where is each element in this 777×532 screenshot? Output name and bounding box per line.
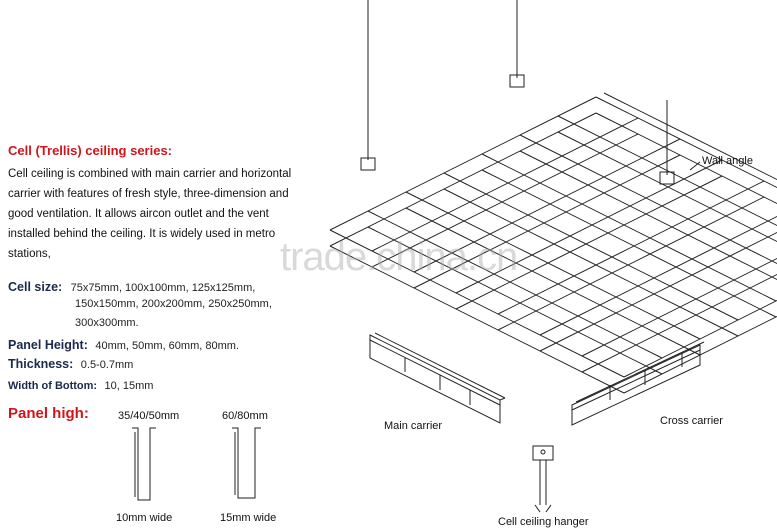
trellis-grid (329, 92, 777, 394)
grid-fin (443, 172, 739, 321)
panel-height-value: 40mm, 50mm, 60mm, 80mm. (95, 340, 239, 352)
panel-high-label: Panel high: (8, 405, 89, 422)
grid-fin (367, 226, 663, 375)
hanger-clip (659, 171, 675, 185)
cell-size-label: Cell size: (8, 280, 63, 294)
watermark: trade.china.cn (280, 235, 518, 279)
hanger-clip (509, 74, 525, 88)
thickness-row: Thickness: 0.5-0.7mm (8, 355, 133, 373)
grid-fin (413, 138, 681, 273)
wall-angle-leader (689, 161, 701, 171)
grid-fin (623, 315, 777, 394)
grid-fin (413, 154, 681, 289)
grid-fin (519, 134, 777, 265)
grid-fin (581, 257, 777, 357)
grid-fin (329, 245, 625, 394)
grid-fin (481, 153, 777, 302)
grid-fin (443, 188, 739, 337)
hanger-label: Cell ceiling hanger (498, 516, 589, 528)
main-carrier-label: Main carrier (384, 420, 443, 432)
width-bottom-row: Width of Bottom: 10, 15mm (8, 376, 153, 394)
profile2-heights: 60/80mm (222, 410, 268, 422)
cell-size-line2: 150x150mm, 200x200mm, 250x250mm, (75, 298, 272, 310)
width-bottom-label: Width of Bottom: (8, 380, 98, 392)
grid-fin (519, 150, 777, 281)
grid-fin (581, 273, 777, 373)
cell-size-line1: 75x75mm, 100x100mm, 125x125mm, (70, 282, 256, 294)
grid-fin (371, 133, 639, 268)
grid-fin (595, 96, 777, 189)
series-title: Cell (Trellis) ceiling series: (8, 143, 173, 158)
grid-fin (329, 96, 597, 231)
grid-fin (329, 229, 625, 378)
ceiling-hanger-drawing (532, 445, 554, 513)
grid-fin (539, 215, 777, 336)
profile-10mm-drawing (132, 427, 156, 501)
thickness-value: 0.5-0.7mm (80, 359, 134, 371)
main-carrier-drawing (369, 332, 506, 424)
grid-fin (371, 117, 639, 252)
profile1-heights: 35/40/50mm (118, 410, 180, 422)
cell-size-line3: 300x300mm. (75, 317, 139, 329)
cross-carrier-label: Cross carrier (660, 415, 723, 427)
cell-size-row: Cell size: 75x75mm, 100x100mm, 125x125mm… (8, 278, 255, 296)
cross-carrier-drawing (571, 341, 705, 426)
thickness-label: Thickness: (8, 357, 74, 371)
grid-fin (557, 131, 777, 243)
grid-fin (603, 92, 777, 181)
grid-fin (595, 112, 777, 205)
profile-15mm-drawing (232, 427, 261, 499)
panel-height-label: Panel Height: (8, 338, 88, 352)
grid-fin (367, 210, 663, 359)
grid-fin (539, 231, 777, 352)
hanger-clip (360, 157, 376, 171)
grid-fin (329, 112, 597, 247)
width-bottom-value: 10, 15mm (104, 380, 154, 392)
grid-fin (455, 159, 723, 294)
grid-fin (623, 299, 777, 378)
profile2-width: 15mm wide (220, 512, 277, 524)
panel-height-row: Panel Height: 40mm, 50mm, 60mm, 80mm. (8, 336, 239, 354)
grid-fin (405, 191, 701, 340)
grid-fin (497, 180, 765, 315)
grid-fin (557, 115, 777, 227)
wall-angle-label: Wall angle (702, 155, 753, 167)
grid-fin (481, 169, 777, 318)
profile1-width: 10mm wide (116, 512, 173, 524)
series-description: Cell ceiling is combined with main carri… (8, 168, 292, 260)
grid-fin (405, 207, 701, 356)
grid-fin (455, 175, 723, 310)
grid-fin (497, 196, 765, 331)
